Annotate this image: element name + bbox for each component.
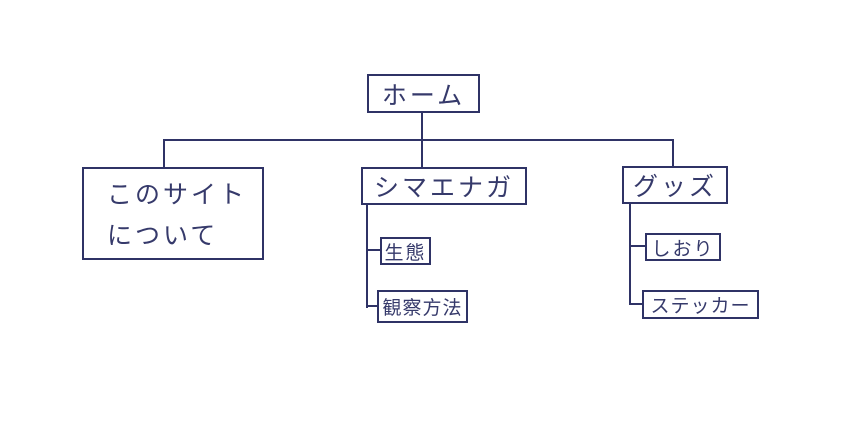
- node-home-label: ホーム: [381, 80, 466, 110]
- edge-stub-bookmark: [629, 245, 646, 247]
- node-about: このサイト について: [82, 167, 264, 260]
- node-sticker: ステッカー: [642, 290, 759, 319]
- node-ecology-label: 生態: [384, 241, 427, 264]
- node-shimaenaga: シマエナガ: [361, 167, 527, 205]
- node-bookmark-label: しおり: [651, 237, 715, 260]
- node-goods: グッズ: [622, 166, 728, 204]
- node-goods-label: グッズ: [632, 172, 717, 201]
- node-observation-label: 観察方法: [382, 297, 463, 319]
- edge-drop-goods: [672, 139, 674, 167]
- edge-drop-about: [163, 139, 165, 168]
- edge-stub-sticker: [629, 303, 643, 305]
- node-bookmark: しおり: [645, 233, 721, 261]
- node-about-label-line2: について: [107, 221, 219, 251]
- edge-stub-ecology: [366, 249, 381, 251]
- node-shimaenaga-label: シマエナガ: [373, 173, 514, 202]
- edge-children-bar: [163, 139, 674, 141]
- node-sticker-label: ステッカー: [650, 295, 751, 317]
- edge-goods-trunk: [629, 203, 631, 305]
- node-observation: 観察方法: [377, 290, 468, 323]
- node-ecology: 生態: [380, 237, 431, 265]
- edge-shimaenaga-trunk: [366, 204, 368, 308]
- edge-stub-observation: [366, 305, 378, 307]
- node-about-label-line1: このサイト: [107, 179, 248, 209]
- node-home: ホーム: [367, 74, 480, 113]
